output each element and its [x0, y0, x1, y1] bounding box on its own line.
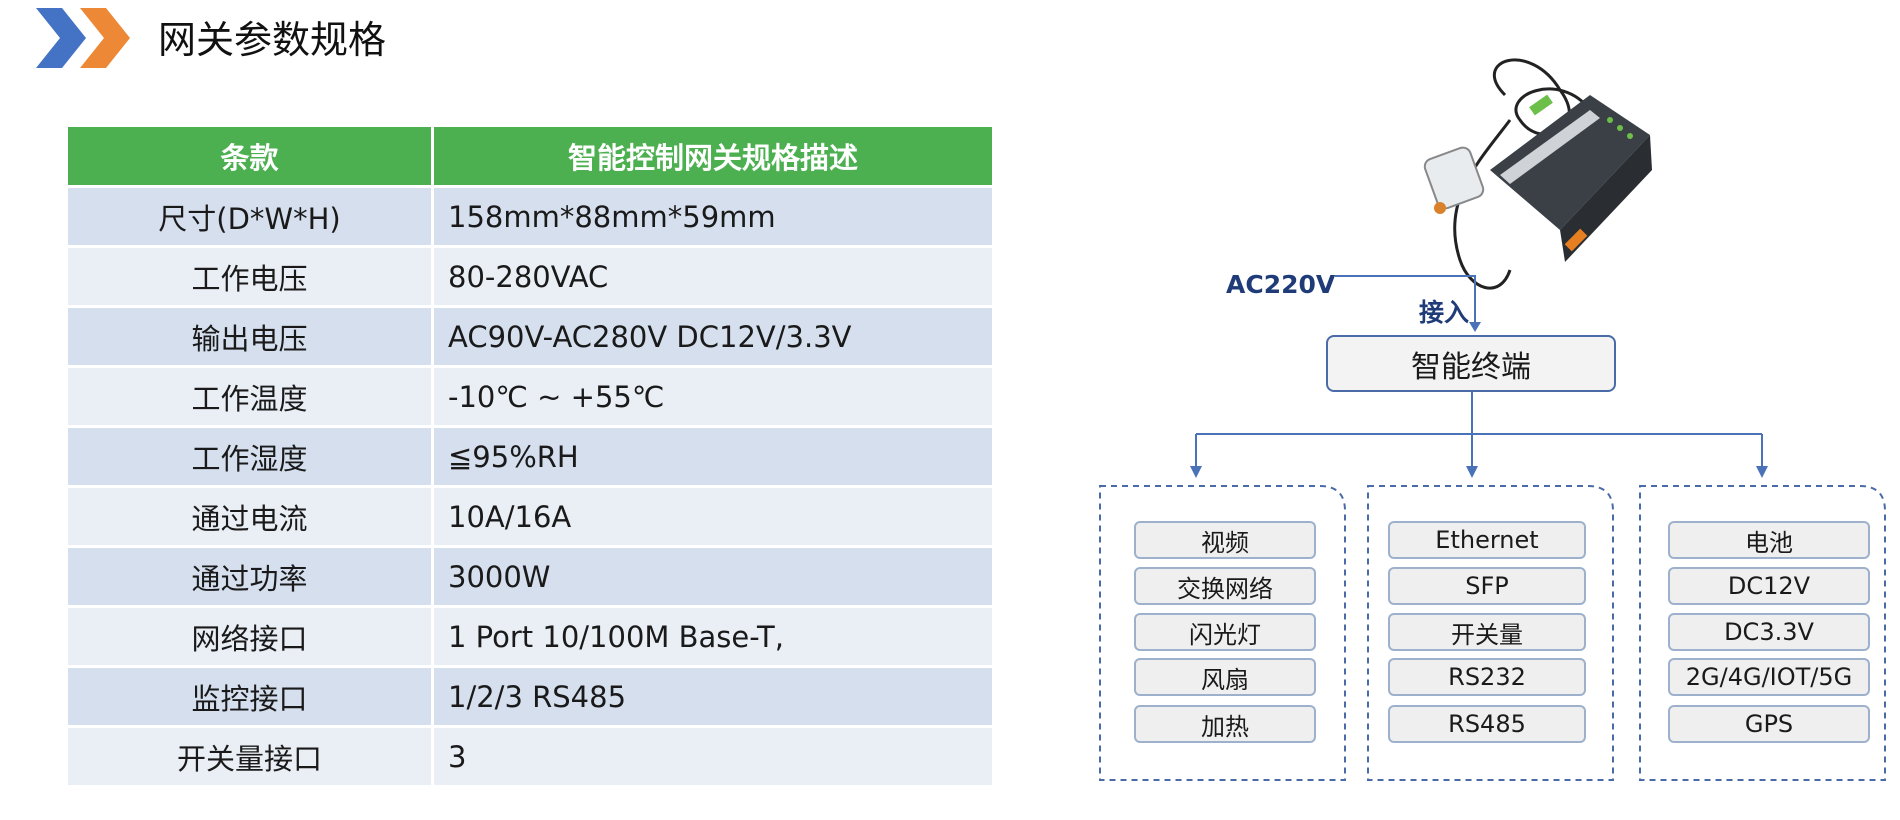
- row-key: 监控接口: [68, 668, 434, 725]
- page-title: 网关参数规格: [158, 18, 387, 62]
- group1-item: 闪光灯: [1134, 613, 1316, 651]
- table-row: 工作温度 -10℃ ~ +55℃: [68, 368, 992, 425]
- row-key: 通过功率: [68, 548, 434, 605]
- row-value: 1/2/3 RS485: [434, 668, 992, 725]
- group2-item: SFP: [1388, 567, 1586, 605]
- group2-item: 开关量: [1388, 613, 1586, 651]
- row-value: ≦95%RH: [434, 428, 992, 485]
- row-value: 10A/16A: [434, 488, 992, 545]
- group3-item: 电池: [1668, 521, 1870, 559]
- row-key: 工作温度: [68, 368, 434, 425]
- double-chevron-logo-icon: [36, 8, 130, 68]
- column-header-item: 条款: [68, 127, 434, 185]
- row-key: 通过电流: [68, 488, 434, 545]
- group3-item: DC12V: [1668, 567, 1870, 605]
- table-row: 尺寸(D*W*H) 158mm*88mm*59mm: [68, 188, 992, 245]
- row-key: 工作湿度: [68, 428, 434, 485]
- table-header-row: 条款 智能控制网关规格描述: [68, 127, 992, 185]
- row-key: 工作电压: [68, 248, 434, 305]
- ac-input-label: AC220V: [1226, 270, 1336, 299]
- table-row: 通过功率 3000W: [68, 548, 992, 605]
- row-value: AC90V-AC280V DC12V/3.3V: [434, 308, 992, 365]
- table-row: 通过电流 10A/16A: [68, 488, 992, 545]
- row-value: 80-280VAC: [434, 248, 992, 305]
- group3-item: GPS: [1668, 705, 1870, 743]
- group2-item: RS485: [1388, 705, 1586, 743]
- table-row: 工作湿度 ≦95%RH: [68, 428, 992, 485]
- gateway-device-icon: [1423, 58, 1652, 290]
- spec-table: 条款 智能控制网关规格描述 尺寸(D*W*H) 158mm*88mm*59mm …: [68, 124, 992, 788]
- table-row: 监控接口 1/2/3 RS485: [68, 668, 992, 725]
- group3-item: 2G/4G/IOT/5G: [1668, 658, 1870, 696]
- table-row: 开关量接口 3: [68, 728, 992, 785]
- input-label: 接入: [1419, 298, 1470, 327]
- row-value: 3: [434, 728, 992, 785]
- row-key: 尺寸(D*W*H): [68, 188, 434, 245]
- row-value: -10℃ ~ +55℃: [434, 368, 992, 425]
- table-row: 网络接口 1 Port 10/100M Base-T,: [68, 608, 992, 665]
- table-row: 工作电压 80-280VAC: [68, 248, 992, 305]
- row-value: 3000W: [434, 548, 992, 605]
- table-row: 输出电压 AC90V-AC280V DC12V/3.3V: [68, 308, 992, 365]
- row-value: 1 Port 10/100M Base-T,: [434, 608, 992, 665]
- column-header-description: 智能控制网关规格描述: [434, 127, 992, 185]
- row-key: 开关量接口: [68, 728, 434, 785]
- row-value: 158mm*88mm*59mm: [434, 188, 992, 245]
- group1-item: 风扇: [1134, 658, 1316, 696]
- row-key: 输出电压: [68, 308, 434, 365]
- group3-item: DC3.3V: [1668, 613, 1870, 651]
- smart-terminal-box: 智能终端: [1326, 335, 1616, 392]
- group-outline-1: [1099, 485, 1346, 781]
- group2-item: Ethernet: [1388, 521, 1586, 559]
- group-outline-2: [1367, 485, 1614, 781]
- group1-item: 交换网络: [1134, 567, 1316, 605]
- group1-item: 加热: [1134, 705, 1316, 743]
- group2-item: RS232: [1388, 658, 1586, 696]
- group1-item: 视频: [1134, 521, 1316, 559]
- row-key: 网络接口: [68, 608, 434, 665]
- group-outline-3: [1639, 485, 1886, 781]
